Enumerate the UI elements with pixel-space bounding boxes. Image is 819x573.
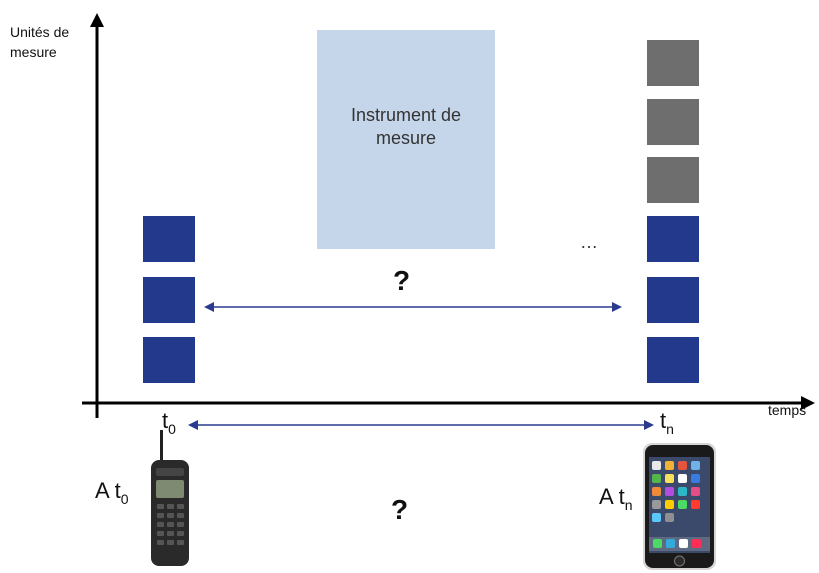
left-unit-block <box>143 216 195 262</box>
t0-mark: t0 <box>162 408 176 437</box>
left-unit-block <box>143 337 195 383</box>
right-phone-label-sub: n <box>624 497 633 513</box>
ellipsis: … <box>580 232 598 252</box>
instrument-label-line1: Instrument de <box>350 105 462 125</box>
right-grey-block <box>647 99 699 145</box>
left-unit-block <box>143 277 195 323</box>
instrument-label: Instrument de mesure <box>317 104 495 150</box>
smartphone-icon <box>643 443 716 570</box>
right-phone-label: A tn <box>599 484 633 513</box>
right-grey-block <box>647 157 699 203</box>
instrument-label-line2: mesure <box>375 128 437 148</box>
right-grey-block <box>647 40 699 86</box>
old-mobile-phone-icon <box>151 430 189 566</box>
x-axis-label: temps <box>768 402 807 418</box>
y-axis-label: Unités de mesure <box>10 22 69 62</box>
instrument-box: Instrument de mesure <box>317 30 495 249</box>
y-axis-label-line2: mesure <box>10 44 57 60</box>
question-mark-lower: ? <box>391 494 409 525</box>
left-phone-label-sub: 0 <box>120 491 129 507</box>
t0-base: t <box>162 408 169 433</box>
tn-sub: n <box>666 421 674 437</box>
left-phone-label-prefix: A t <box>95 478 121 503</box>
tn-base: t <box>660 408 667 433</box>
t0-sub: 0 <box>168 421 176 437</box>
tn-mark: tn <box>660 408 674 437</box>
right-unit-block <box>647 216 699 262</box>
question-mark-upper: ? <box>393 265 411 296</box>
right-unit-block <box>647 277 699 323</box>
y-axis-label-line1: Unités de <box>10 24 70 40</box>
right-unit-block <box>647 337 699 383</box>
right-phone-label-prefix: A t <box>599 484 625 509</box>
left-phone-label: A t0 <box>95 478 129 507</box>
